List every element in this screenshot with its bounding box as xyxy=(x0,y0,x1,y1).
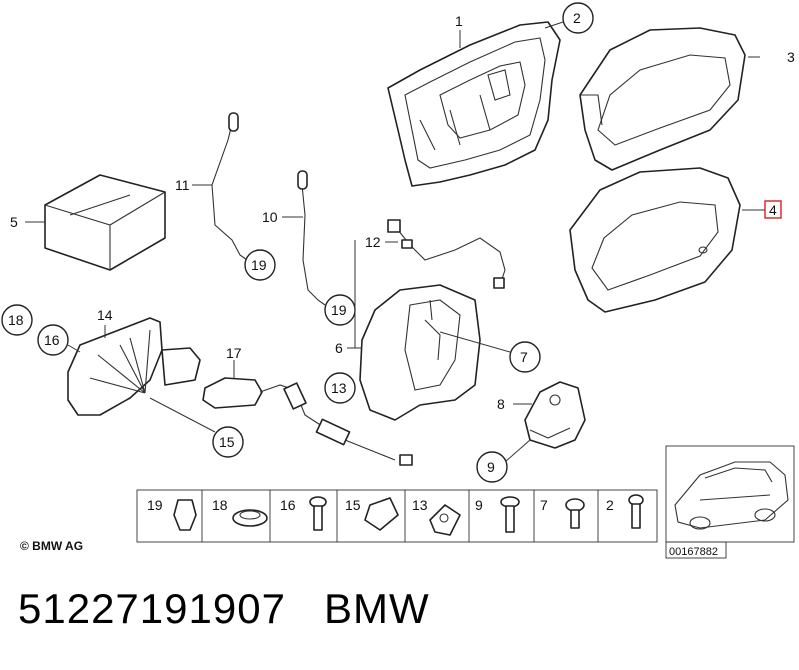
callout-12: 12 xyxy=(365,234,381,250)
callout-3: 3 xyxy=(787,49,795,65)
handle-carrier-part xyxy=(387,21,561,187)
table-cell-9: 9 xyxy=(475,497,483,513)
callout-14: 14 xyxy=(97,307,113,323)
callout-9: 9 xyxy=(487,459,495,475)
callout-19b: 19 xyxy=(331,302,347,318)
callout-5: 5 xyxy=(10,214,18,230)
part-number: 51227191907 xyxy=(18,585,286,632)
diagram-code: 00167882 xyxy=(669,546,718,558)
callout-17: 17 xyxy=(226,345,242,361)
table-cell-16: 16 xyxy=(280,497,296,513)
callout-10: 10 xyxy=(262,209,278,225)
callout-4-highlighted: 4 xyxy=(769,202,777,218)
callout-1: 1 xyxy=(455,13,463,29)
caption: 51227191907 BMW xyxy=(18,585,468,633)
callout-18: 18 xyxy=(8,312,24,328)
outer-door-handle-lower xyxy=(569,167,741,313)
table-cell-7: 7 xyxy=(540,497,548,513)
callout-11: 11 xyxy=(175,177,190,193)
callout-15: 15 xyxy=(219,434,235,450)
callout-2: 2 xyxy=(573,10,581,26)
table-cell-2: 2 xyxy=(606,497,614,513)
callout-19a: 19 xyxy=(251,257,267,273)
table-cell-18: 18 xyxy=(212,497,228,513)
callout-6: 6 xyxy=(335,340,343,356)
vehicle-thumbnail xyxy=(665,445,795,543)
copyright-notice: © BMW AG xyxy=(20,539,84,553)
outer-door-handle-upper xyxy=(579,27,746,171)
box-part xyxy=(44,174,166,271)
hardware-table: 19 18 16 15 13 9 7 2 xyxy=(136,489,658,543)
door-seal-part xyxy=(67,317,201,416)
callout-16: 16 xyxy=(44,332,60,348)
table-cell-19: 19 xyxy=(147,497,163,513)
callout-13: 13 xyxy=(331,380,347,396)
callout-8: 8 xyxy=(497,396,505,412)
table-cell-13: 13 xyxy=(412,497,428,513)
callout-7: 7 xyxy=(520,349,528,365)
brand-name: BMW xyxy=(323,585,430,632)
door-lock-part xyxy=(359,284,481,421)
wiring-connector-part xyxy=(202,377,413,466)
striker-bracket-part xyxy=(524,381,586,449)
table-cell-15: 15 xyxy=(345,497,361,513)
